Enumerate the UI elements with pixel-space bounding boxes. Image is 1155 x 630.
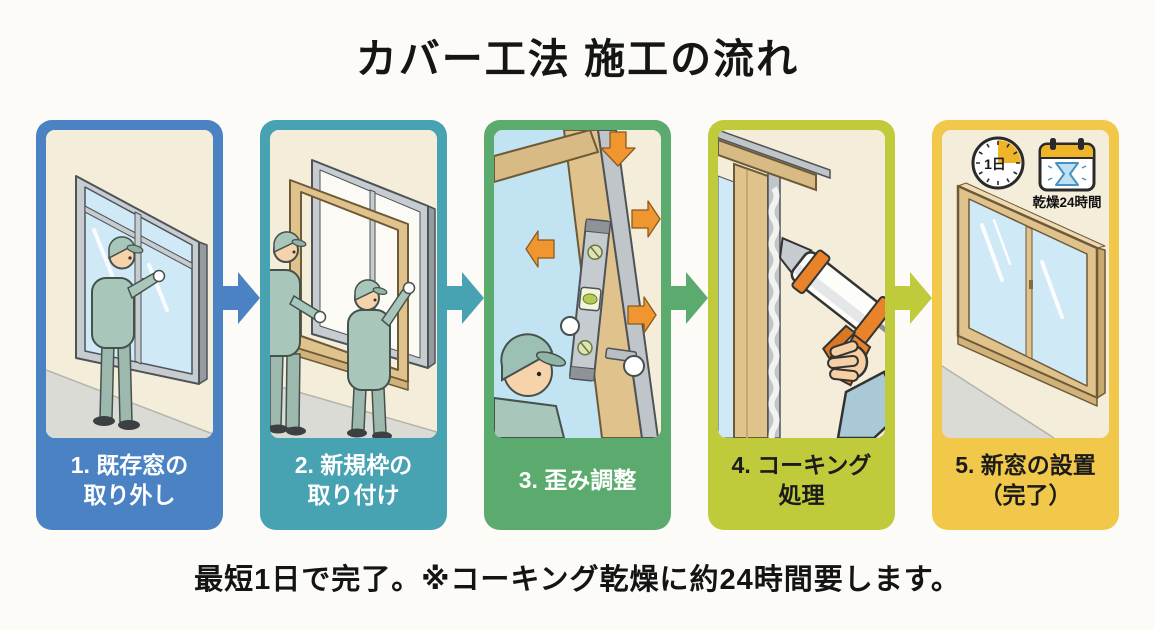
step-label-1: 1. 既存窓の 取り外し bbox=[70, 451, 189, 508]
clock-day-label: 1日 bbox=[984, 156, 1006, 172]
arrow-right-icon bbox=[223, 272, 260, 324]
step-card-5: 1日 乾燥24時間 5. 新窓の設置 （完了） bbox=[932, 120, 1119, 530]
worker-figure bbox=[91, 236, 166, 430]
step-illustration-3 bbox=[494, 130, 661, 438]
step-label-3: 3. 歪み調整 bbox=[518, 466, 637, 493]
process-flow: 1. 既存窓の 取り外し bbox=[0, 120, 1155, 530]
footer-note: 最短1日で完了。※コーキング乾燥に約24時間要します。 bbox=[194, 564, 961, 596]
arrow-right-icon bbox=[671, 272, 708, 324]
new-frame-attachment-graphic bbox=[270, 130, 437, 438]
finished-window-graphic: 1日 乾燥24時間 bbox=[942, 130, 1109, 438]
step-illustration-4 bbox=[718, 130, 885, 438]
flow-arrow-1 bbox=[223, 120, 260, 530]
calendar-hourglass-icon bbox=[1038, 138, 1096, 192]
worker-head-figure bbox=[494, 316, 645, 438]
arrow-right-icon bbox=[895, 272, 932, 324]
flow-arrow-2 bbox=[447, 120, 484, 530]
worker-figure-right bbox=[347, 279, 416, 438]
page-title: カバー工法 施工の流れ bbox=[355, 36, 800, 82]
step-card-1: 1. 既存窓の 取り外し bbox=[36, 120, 223, 530]
step-label-4: 4. コーキング 処理 bbox=[731, 451, 872, 508]
hand-figure bbox=[827, 340, 885, 438]
step-illustration-1 bbox=[46, 130, 213, 438]
caulking-graphic bbox=[718, 130, 885, 438]
drying-time-label: 乾燥24時間 bbox=[1032, 194, 1101, 210]
step-label-2: 2. 新規枠の 取り付け bbox=[294, 451, 413, 508]
clock-icon: 1日 bbox=[971, 136, 1025, 190]
existing-window-removal-graphic bbox=[46, 130, 213, 438]
step-illustration-2 bbox=[270, 130, 437, 438]
level-tool bbox=[569, 218, 611, 382]
distortion-adjustment-graphic bbox=[494, 130, 661, 438]
flow-arrow-3 bbox=[671, 120, 708, 530]
adjustment-arrow-icons bbox=[525, 131, 661, 334]
window-graphic bbox=[956, 182, 1106, 407]
step-card-4: 4. コーキング 処理 bbox=[708, 120, 895, 530]
step-illustration-5: 1日 乾燥24時間 bbox=[942, 130, 1109, 438]
step-card-2: 2. 新規枠の 取り付け bbox=[260, 120, 447, 530]
step-card-3: 3. 歪み調整 bbox=[484, 120, 671, 530]
worker-figure-left bbox=[270, 231, 327, 436]
step-label-5: 5. 新窓の設置 （完了） bbox=[955, 451, 1096, 508]
arrow-right-icon bbox=[447, 272, 484, 324]
caulk-bead bbox=[768, 186, 780, 438]
flow-arrow-4 bbox=[895, 120, 932, 530]
